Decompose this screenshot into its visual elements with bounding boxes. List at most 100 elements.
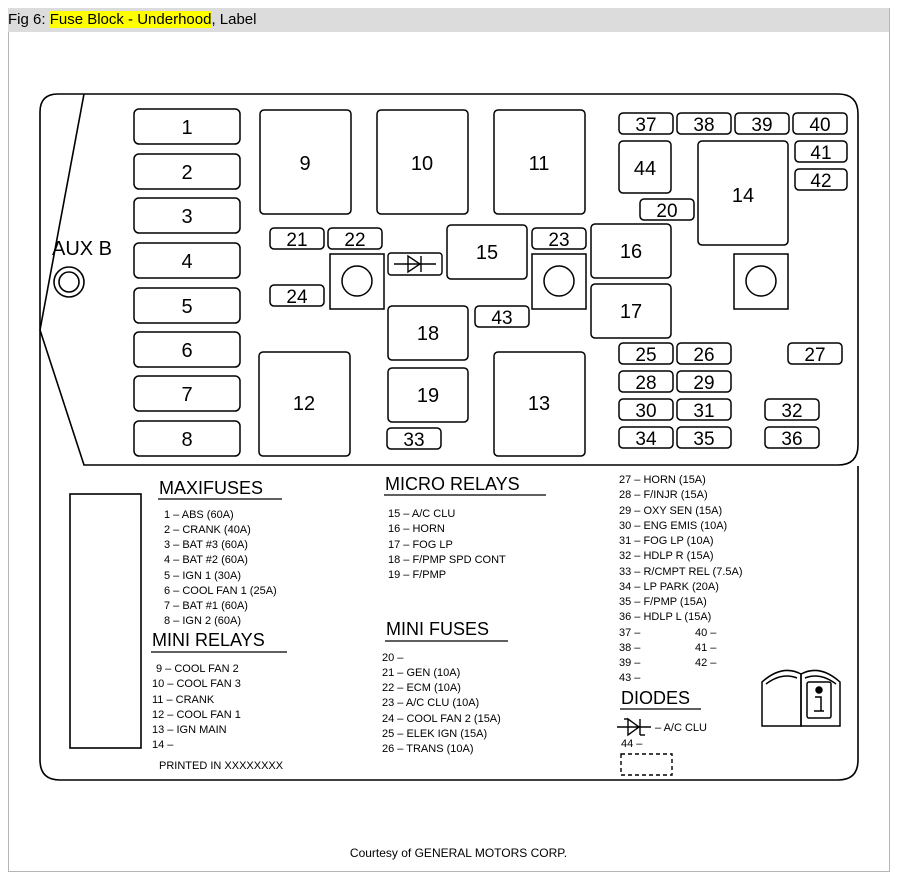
- micro-relay-item-19: 19 – F/PMP: [388, 569, 446, 581]
- slot-label-38: 38: [693, 115, 714, 136]
- info-manual-icon: [761, 669, 841, 727]
- title-suffix: , Label: [211, 11, 257, 28]
- slot-5: [133, 287, 241, 324]
- slot-37: [618, 112, 674, 135]
- fuse-item-27: 27 – HORN (15A): [619, 474, 706, 486]
- mini-fuse-item-21: 21 – GEN (10A): [382, 667, 460, 679]
- slot-36: [764, 426, 820, 449]
- slot-label-42: 42: [810, 171, 831, 192]
- slot-label-40: 40: [809, 115, 830, 136]
- slot-27: [787, 342, 843, 365]
- maxifuse-item-6: 6 – COOL FAN 1 (25A): [164, 585, 277, 597]
- blank-label-area: [69, 493, 142, 749]
- diode-legend-icon: [617, 717, 651, 737]
- slot-24: [269, 284, 325, 307]
- diode-icon: [387, 252, 443, 276]
- fuse-item-40: 40 –: [695, 627, 717, 639]
- aux-stud-inner: [58, 271, 80, 293]
- slot-label-43: 43: [491, 308, 512, 329]
- slot-38: [676, 112, 732, 135]
- aux-stud-outer: [53, 266, 85, 298]
- maxifuse-item-3: 3 – BAT #3 (60A): [164, 539, 248, 551]
- slot-42: [794, 168, 848, 191]
- micro-relay-item-15: 15 – A/C CLU: [388, 508, 455, 520]
- maxifuse-item-7: 7 – BAT #1 (60A): [164, 600, 248, 612]
- title-highlight: Fuse Block - Underhood: [49, 11, 212, 28]
- slot-label-27: 27: [804, 345, 825, 366]
- fuse-item-28: 28 – F/INJR (15A): [619, 489, 708, 501]
- micro-relays-heading: MICRO RELAYS: [385, 474, 520, 494]
- dashed-placeholder: [620, 753, 673, 776]
- mini-relays-heading: MINI RELAYS: [152, 630, 265, 650]
- fuse-block-left-edge: [39, 93, 85, 331]
- slot-label-34: 34: [635, 429, 657, 450]
- slot-label-28: 28: [635, 373, 656, 394]
- printed-in-note: PRINTED IN XXXXXXXX: [159, 760, 284, 772]
- slot-15: [446, 224, 528, 280]
- fuse-item-42: 42 –: [695, 657, 717, 669]
- fuse-item-37: 37 –: [619, 627, 641, 639]
- slot-12: [258, 351, 351, 457]
- slot-35: [676, 426, 732, 449]
- slot-label-13: 13: [528, 393, 550, 415]
- slot-label-32: 32: [781, 401, 802, 422]
- slot-11: [493, 109, 586, 215]
- slot-label-11: 11: [529, 153, 550, 175]
- slot-21: [269, 227, 325, 250]
- aux-b-label: AUX B: [52, 238, 112, 260]
- fuse-item-39: 39 –: [619, 657, 641, 669]
- maxifuse-item-8: 8 – IGN 2 (60A): [164, 615, 241, 627]
- fuse-item-35: 35 – F/PMP (15A): [619, 596, 707, 608]
- slot-label-7: 7: [181, 384, 192, 406]
- slot-label-41: 41: [810, 143, 831, 164]
- slot-43: [474, 305, 530, 328]
- fuse-item-34: 34 – LP PARK (20A): [619, 581, 719, 593]
- slot-32: [764, 398, 820, 421]
- slot-16: [590, 223, 672, 279]
- slot-label-24: 24: [286, 287, 308, 308]
- fuse-item-41: 41 –: [695, 642, 717, 654]
- slot-17: [590, 283, 672, 339]
- mini-relay-item-11: 11 – CRANK: [152, 694, 215, 706]
- slot-40: [792, 112, 848, 135]
- fuse-block-outline: [39, 93, 859, 466]
- slot-9: [259, 109, 352, 215]
- figure-frame: [8, 8, 890, 872]
- slot-label-2: 2: [181, 162, 192, 184]
- micro-relay-item-16: 16 – HORN: [388, 523, 445, 535]
- slot-30: [618, 398, 674, 421]
- mini-fuse-item-25: 25 – ELEK IGN (15A): [382, 728, 487, 740]
- fuse-item-29: 29 – OXY SEN (15A): [619, 505, 722, 517]
- fuse-item-36: 36 – HDLP L (15A): [619, 611, 711, 623]
- label-panel-left-edge: [39, 330, 61, 781]
- maxifuse-item-1: 1 – ABS (60A): [164, 509, 234, 521]
- slot-label-3: 3: [181, 206, 192, 228]
- fuse-item-33: 33 – R/CMPT REL (7.5A): [619, 566, 743, 578]
- mini-relay-item-14: 14 –: [152, 739, 174, 751]
- maxifuse-item-2: 2 – CRANK (40A): [164, 524, 251, 536]
- fuse-item-38: 38 –: [619, 642, 641, 654]
- fuse-item-30: 30 – ENG EMIS (10A): [619, 520, 727, 532]
- fuse-item-43: 43 –: [619, 672, 641, 684]
- slot-33: [386, 427, 442, 450]
- slot-20: [639, 198, 695, 221]
- slot-6: [133, 331, 241, 368]
- fuse-item-31: 31 – FOG LP (10A): [619, 535, 714, 547]
- slot-28: [618, 370, 674, 393]
- mini-fuse-item-24: 24 – COOL FAN 2 (15A): [382, 713, 501, 725]
- slot-41: [794, 140, 848, 163]
- slot-7: [133, 375, 241, 412]
- mini-relay-item-13: 13 – IGN MAIN: [152, 724, 227, 736]
- slot-label-15: 15: [476, 242, 498, 264]
- figure-title-bar: Fig 6: Fuse Block - Underhood, Label: [8, 8, 889, 32]
- title-prefix: Fig 6:: [8, 11, 50, 28]
- maxifuse-item-5: 5 – IGN 1 (30A): [164, 570, 241, 582]
- slot-label-4: 4: [181, 251, 192, 273]
- slot-label-31: 31: [693, 401, 714, 422]
- slot-18: [387, 305, 469, 361]
- slot-label-26: 26: [693, 345, 714, 366]
- micro-relay-item-18: 18 – F/PMP SPD CONT: [388, 554, 506, 566]
- maxifuses-heading: MAXIFUSES: [159, 478, 263, 498]
- slot-29: [676, 370, 732, 393]
